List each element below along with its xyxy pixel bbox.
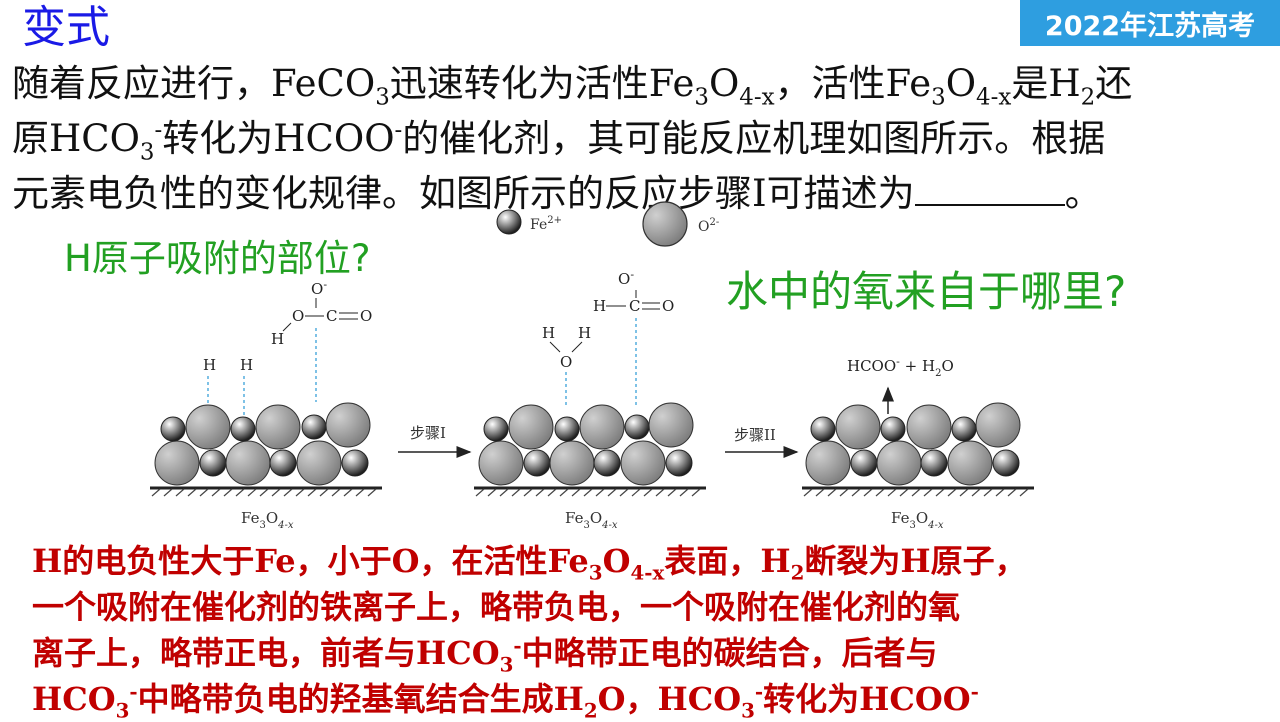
svg-text:H: H <box>578 324 591 342</box>
svg-text:O-: O- <box>311 278 327 298</box>
svg-text:步骤I: 步骤I <box>410 424 446 442</box>
answer-line-3: 离子上，略带正电，前者与HCO3-中略带正电的碳结合，后者与 <box>32 633 938 677</box>
svg-text:HCOO- + H2O: HCOO- + H2O <box>847 355 954 379</box>
svg-text:H: H <box>203 356 216 374</box>
answer-blank[interactable] <box>914 168 1065 206</box>
svg-text:Fe3O4-x: Fe3O4-x <box>891 509 944 531</box>
prompt-h-adsorption: H原子吸附的部位? <box>64 237 371 280</box>
svg-text:O: O <box>560 353 572 371</box>
page-title: 变式 <box>22 2 110 53</box>
step-ii-arrow: 步骤II <box>725 426 799 458</box>
panel-step-i: H H O O- H C O Fe3O4-x <box>474 268 706 531</box>
legend-o-ion <box>642 201 688 247</box>
prompt-water-oxygen: 水中的氧来自于哪里? <box>726 267 1127 316</box>
question-text: 随着反应进行，FeCO3迅速转化为活性Fe3O4-x，活性Fe3O4-x是H2还… <box>12 56 1272 221</box>
question-line-1: 随着反应进行，FeCO3迅速转化为活性Fe3O4-x，活性Fe3O4-x是H2还 <box>12 62 1133 111</box>
svg-text:H: H <box>542 324 555 342</box>
mechanism-diagram: Fe2+ O2- H H O- O C O <box>150 201 1034 531</box>
legend: Fe2+ O2- <box>496 201 719 247</box>
svg-text:H: H <box>593 297 606 315</box>
answer-explanation: H的电负性大于Fe，小于O，在活性Fe3O4-x表面，H2断裂为H原子， 一个吸… <box>32 538 1272 722</box>
svg-text:Fe2+: Fe2+ <box>530 215 562 233</box>
svg-text:O: O <box>662 297 674 315</box>
svg-text:C: C <box>629 297 640 315</box>
step-i-arrow: 步骤I <box>398 424 472 458</box>
question-line-2: 原HCO3-转化为HCOO-的催化剂，其可能反应机理如图所示。根据 <box>12 117 1106 166</box>
panel-step-ii: HCOO- + H2O Fe3O4-x <box>802 355 1034 531</box>
legend-fe-ion <box>496 209 522 235</box>
answer-line-1: H的电负性大于Fe，小于O，在活性Fe3O4-x表面，H2断裂为H原子， <box>32 542 1027 585</box>
panel-initial: H H O- O C O H Fe3O4-x <box>150 278 382 531</box>
svg-text:C: C <box>326 307 337 325</box>
svg-text:O: O <box>292 307 304 325</box>
svg-text:步骤II: 步骤II <box>734 426 776 444</box>
svg-text:H: H <box>240 356 253 374</box>
svg-text:O-: O- <box>618 268 634 288</box>
svg-text:Fe3O4-x: Fe3O4-x <box>241 509 294 531</box>
svg-text:O: O <box>360 307 372 325</box>
svg-text:H: H <box>271 330 284 348</box>
answer-line-2: 一个吸附在催化剂的铁离子上，略带负电，一个吸附在催化剂的氧 <box>32 588 961 626</box>
svg-text:Fe3O4-x: Fe3O4-x <box>565 509 618 531</box>
question-line-3: 元素电负性的变化规律。如图所示的反应步骤I可描述为。 <box>12 166 1272 221</box>
answer-line-4: HCO3-中略带负电的羟基氧结合生成H2O，HCO3-转化为HCOO- <box>32 679 979 722</box>
exam-badge: 2022年江苏高考 <box>1020 0 1280 46</box>
svg-text:O2-: O2- <box>698 217 719 235</box>
